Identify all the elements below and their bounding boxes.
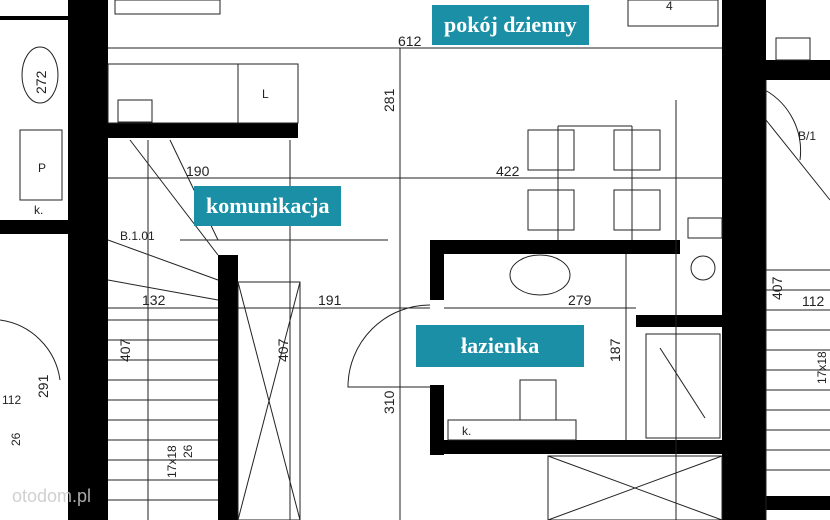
dim-407-mid: 407 xyxy=(275,338,291,362)
dim-422: 422 xyxy=(496,163,520,179)
balcony-box xyxy=(547,455,723,520)
kitchen-fridge xyxy=(237,63,299,124)
code-k-bath: k. xyxy=(462,424,471,438)
cabinet-top xyxy=(627,0,719,27)
wall-bath-bottom xyxy=(430,440,722,454)
wall-top-left xyxy=(0,16,68,20)
wall-right-vertical xyxy=(722,0,766,520)
wall-bath-left-lower xyxy=(430,385,444,455)
dim-187: 187 xyxy=(607,338,623,362)
dim-291: 291 xyxy=(35,374,51,398)
washing-machine xyxy=(690,255,716,281)
ventilation-box xyxy=(117,99,153,123)
dim-272: 272 xyxy=(33,70,49,94)
dim-191: 191 xyxy=(318,292,342,308)
dim-190: 190 xyxy=(186,163,210,179)
wall-bath-inner xyxy=(636,315,722,327)
wall-left-vertical xyxy=(68,0,108,520)
ventilation-box-right xyxy=(775,37,811,61)
dim-132: 132 xyxy=(142,292,166,308)
room-label-bathroom: łazienka xyxy=(416,325,585,367)
room-label-corridor: komunikacja xyxy=(194,186,342,226)
wall-bath-top xyxy=(430,240,680,254)
stairs-right-label: 17x18 xyxy=(815,351,829,384)
fixture-272 xyxy=(21,46,59,104)
sink xyxy=(509,254,571,296)
shower xyxy=(645,333,721,439)
laundry-box xyxy=(687,217,723,239)
watermark: otodom.pl xyxy=(12,486,92,506)
shaft xyxy=(237,281,301,520)
chair xyxy=(613,189,661,231)
dim-407-right: 407 xyxy=(769,276,785,300)
dim-26-b: 26 xyxy=(181,444,195,458)
room-label-living: pokój dzienny xyxy=(432,5,589,45)
dim-612: 612 xyxy=(398,33,422,49)
dim-112-left: 112 xyxy=(2,393,21,407)
kitchen-counter xyxy=(107,63,299,124)
dim-310: 310 xyxy=(381,390,397,414)
wall-right-bottom xyxy=(766,496,830,510)
code-b1-right: B/1 xyxy=(798,129,816,143)
wall-left-stub xyxy=(0,220,68,234)
stairs-left-label: 17x18 xyxy=(165,445,179,478)
dim-281: 281 xyxy=(381,88,397,112)
stairs-right xyxy=(765,119,830,471)
code-l: L xyxy=(262,87,269,101)
fixture-p xyxy=(19,129,63,201)
wall-upper-horizontal xyxy=(108,123,298,138)
code-p: P xyxy=(38,161,46,175)
dim-26-a: 26 xyxy=(9,432,23,446)
code-b101: B.1.01 xyxy=(120,229,155,243)
wall-right-top xyxy=(766,60,830,80)
dim-279: 279 xyxy=(568,292,592,308)
dim-407-left: 407 xyxy=(117,338,133,362)
bath-counter xyxy=(447,419,577,441)
code-k-left: k. xyxy=(34,203,43,217)
door-swing xyxy=(347,304,431,388)
wall-corridor-column xyxy=(218,255,238,520)
chair xyxy=(527,189,575,231)
chair xyxy=(527,129,575,171)
dim-112-right: 112 xyxy=(802,293,825,309)
toilet xyxy=(519,379,557,421)
wall-bath-left-upper xyxy=(430,240,444,300)
code-4: 4 xyxy=(666,0,673,13)
fixture-top-left xyxy=(114,0,221,15)
chair xyxy=(613,129,661,171)
